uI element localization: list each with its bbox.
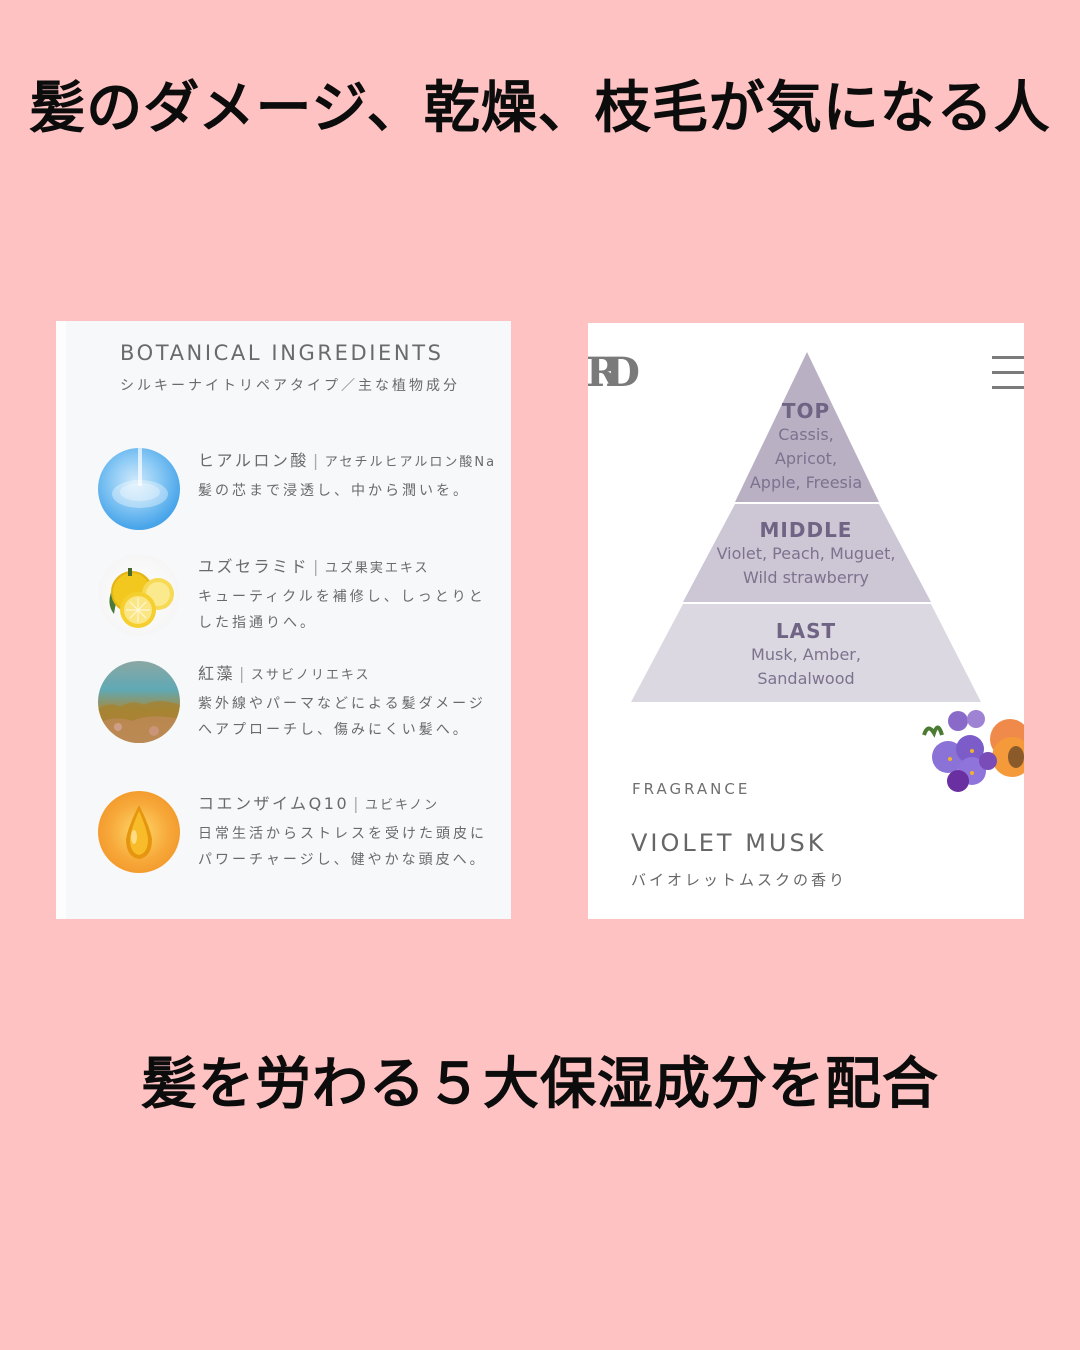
botanical-ingredients-card: BOTANICAL INGREDIENTS シルキーナイトリペアタイプ／主な植物… [56, 321, 511, 919]
ingredient-name: 紅藻 [198, 664, 236, 683]
oil-drop-image [98, 791, 180, 873]
card-edge [56, 321, 66, 919]
pyramid-middle-label: MIDDLE [759, 518, 853, 542]
ingredient-name: コエンザイムQ10 [198, 794, 350, 813]
fragrance-card: RD TOP Cassis, Apricot, Apple, Freesia M… [588, 323, 1024, 919]
pyramid-top-text: TOP Cassis, Apricot, Apple, Freesia [588, 399, 1024, 495]
botanical-subtitle: シルキーナイトリペアタイプ／主な植物成分 [120, 378, 460, 394]
pyramid-middle-note: Wild strawberry [742, 568, 870, 587]
ingredient-description: 紫外線やパーマなどによる髪ダメージへアプローチし、傷みにくい髪へ。 [198, 696, 486, 738]
ingredient-name: ヒアルロン酸 [198, 451, 309, 470]
yuzu-fruit-image [98, 554, 180, 636]
ingredient-description: 日常生活からストレスを受けた頭皮にパワーチャージし、健やかな頭皮へ。 [198, 826, 487, 868]
red-algae-image [98, 661, 180, 743]
fragrance-section-label: FRAGRANCE [632, 780, 751, 798]
pyramid-top-note: Apricot, [774, 449, 838, 468]
pyramid-top-note: Apple, Freesia [749, 473, 863, 492]
pyramid-top-label: TOP [781, 399, 831, 423]
pyramid-middle-text: MIDDLE Violet, Peach, Muguet, Wild straw… [588, 518, 1024, 590]
pyramid-last-note: Musk, Amber, [751, 645, 861, 664]
headline-top: 髪のダメージ、乾燥、枝毛が気になる人 [29, 76, 1051, 141]
pyramid-tier-top [735, 352, 879, 502]
ingredient-description: キューティクルを補修し、しっとりとした指通りへ。 [198, 589, 486, 631]
hamburger-menu-icon[interactable] [992, 356, 1024, 390]
violet-apricot-illustration [922, 710, 1024, 792]
botanical-title: BOTANICAL INGREDIENTS [120, 341, 444, 365]
hyaluronic-drop-image [98, 448, 180, 530]
pyramid-middle-note: Violet, Peach, Muguet, [716, 544, 896, 563]
ingredient-inci: アセチルヒアルロン酸Na [324, 455, 497, 470]
pyramid-top-note: Cassis, [778, 425, 834, 444]
fragrance-name-jp: バイオレットムスクの香り [631, 871, 848, 889]
pyramid-tier-last [631, 604, 981, 702]
pyramid-last-note: Sandalwood [757, 669, 855, 688]
fragrance-pyramid [631, 352, 981, 702]
ingredient-description: 髪の芯まで浸透し、中から潤いを。 [198, 483, 470, 499]
pyramid-tier-middle [683, 504, 931, 602]
fragrance-name: VIOLET MUSK [631, 829, 827, 857]
headline-bottom: 髪を労わる５大保湿成分を配合 [141, 1052, 939, 1117]
ingredient-name: ユズセラミド [198, 557, 310, 576]
pyramid-last-label: LAST [775, 619, 837, 643]
pyramid-last-text: LAST Musk, Amber, Sandalwood [588, 619, 1024, 691]
ingredient-inci: ユズ果実エキス [324, 561, 430, 576]
ingredient-inci: ユビキノン [365, 798, 440, 813]
ingredient-inci: スサビノリエキス [250, 668, 371, 683]
